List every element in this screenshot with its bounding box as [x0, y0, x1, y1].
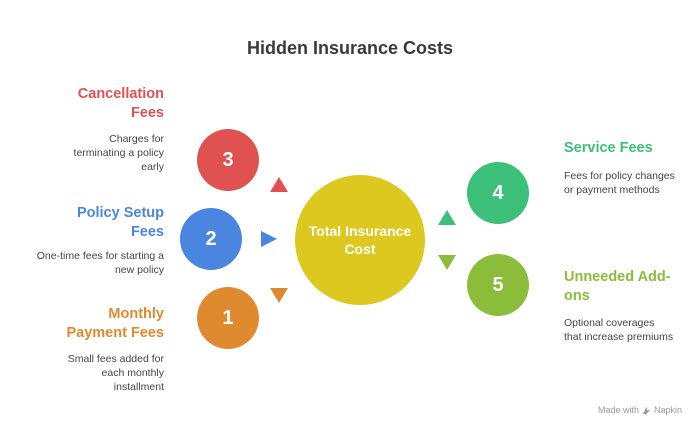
arrow-right-blue-icon: [261, 231, 277, 247]
total-insurance-cost-circle: Total Insurance Cost: [295, 175, 425, 305]
step-2-circle: 2: [180, 208, 242, 270]
unneeded-add-ons-heading: Unneeded Add-ons: [564, 269, 671, 304]
policy-setup-fees-description: One-time fees for starting a new policy: [36, 250, 164, 276]
step-1-number: 1: [222, 306, 234, 329]
napkin-brand: Napkin: [653, 405, 682, 415]
napkin-logo-icon: [642, 406, 651, 414]
step-3-circle: 3: [197, 129, 259, 191]
step-1-circle: 1: [197, 287, 259, 349]
made-with-napkin-footer: Made with Napkin: [598, 405, 682, 415]
center-label: Total Insurance Cost: [308, 223, 412, 257]
unneeded-add-ons-description: Optional coverages that increase premium…: [564, 317, 674, 343]
step-4-circle: 4: [467, 162, 529, 224]
made-with-label: Made with: [597, 405, 639, 415]
step-4-number: 4: [492, 181, 504, 204]
cancellation-fees-heading: Cancellation Fees: [77, 86, 164, 121]
monthly-payment-fees-heading: Monthly Payment Fees: [66, 306, 164, 341]
step-5-circle: 5: [467, 254, 529, 316]
arrow-down-lime-icon: [438, 255, 456, 270]
arrow-up-green-icon: [438, 210, 456, 225]
arrow-down-orange-icon: [270, 288, 288, 303]
cancellation-fees-description: Charges for terminating a policy early: [73, 133, 164, 173]
service-fees-description: Fees for policy changes or payment metho…: [564, 170, 675, 196]
diagram-title: Hidden Insurance Costs: [246, 38, 454, 58]
step-3-number: 3: [222, 148, 234, 171]
policy-setup-fees-heading: Policy Setup Fees: [76, 205, 164, 240]
monthly-payment-fees-description: Small fees added for each monthly instal…: [67, 353, 164, 393]
arrow-up-red-icon: [270, 177, 288, 192]
step-2-number: 2: [205, 227, 217, 250]
step-5-number: 5: [492, 273, 504, 296]
service-fees-heading: Service Fees: [564, 140, 653, 156]
